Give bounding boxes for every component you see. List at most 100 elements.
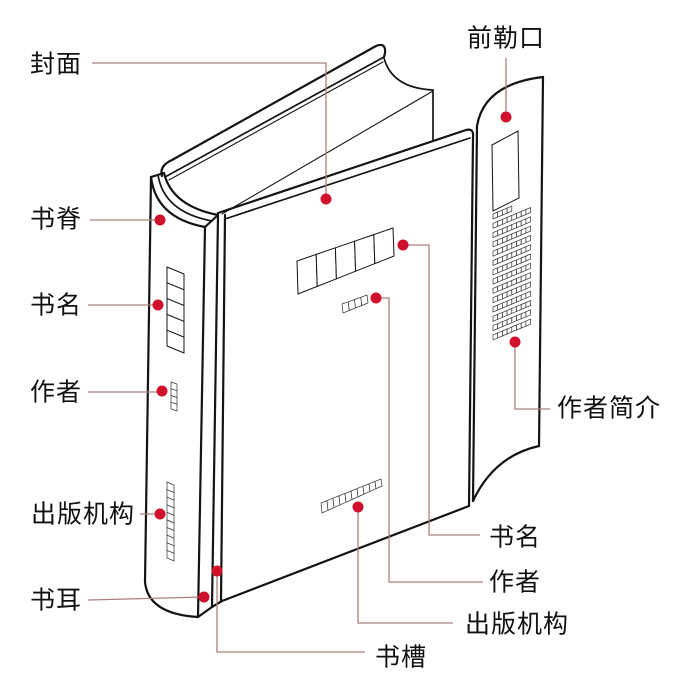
marker-dot-spine — [154, 214, 166, 226]
author-bio-text-cell — [525, 225, 531, 234]
front-cover — [216, 128, 475, 603]
author-bio-text-cell — [497, 311, 503, 320]
author-bio-text-cell — [525, 262, 531, 271]
author-bio-text-cell — [502, 319, 508, 328]
author-bio-text-cell — [506, 279, 513, 289]
author-bio-text-cell — [502, 272, 508, 281]
marker-dot-headcap — [198, 591, 210, 603]
marker-dot-cover-author — [370, 292, 382, 304]
label-cover: 封面 — [30, 50, 82, 79]
author-bio-text-cell — [492, 220, 499, 229]
front-cover-top-inner-edge — [224, 137, 471, 220]
spine-author-placeholder-cell — [170, 401, 178, 412]
author-bio-text-cell — [492, 248, 499, 257]
cover-title-placeholder-cell — [354, 233, 376, 272]
author-bio-text-cell — [511, 222, 517, 231]
marker-dot-groove — [211, 565, 223, 577]
author-bio-text-cell — [511, 250, 517, 259]
author-bio-text-cell — [502, 207, 508, 216]
marker-dot-spine-author — [156, 385, 168, 397]
author-bio-text-cell — [511, 305, 517, 314]
cover-author-placeholder — [341, 294, 369, 314]
author-bio-text-cell — [502, 226, 508, 235]
cover-title-placeholder-cell — [315, 247, 337, 288]
marker-dot-cover-publisher — [352, 501, 364, 513]
author-bio-text-cell — [502, 244, 508, 253]
front-cover-right-edge — [467, 135, 475, 508]
author-bio-text-cell — [525, 244, 531, 253]
spine-left-edge — [143, 175, 153, 584]
author-bio-text-cell — [520, 283, 527, 292]
author-bio-text-cell — [492, 267, 499, 276]
leader-line-cover-title — [403, 244, 480, 536]
leader-lines — [87, 58, 550, 653]
cover-publisher-placeholder — [320, 478, 383, 514]
author-bio-text-cell — [497, 256, 503, 265]
author-bio-text-cell — [516, 266, 522, 275]
author-bio-text-cell — [497, 246, 503, 255]
label-cover-author: 作者 — [489, 568, 541, 597]
groove-bottom-connector — [196, 599, 224, 619]
author-bio-text-cell — [506, 224, 513, 233]
author-bio-text-cell — [520, 236, 527, 245]
author-bio-text-cell — [502, 263, 508, 272]
spine-bottom-curve — [143, 580, 200, 619]
author-bio-text-cell — [516, 248, 522, 257]
author-bio-text-cell — [511, 324, 517, 333]
author-bio-text-cell — [506, 214, 513, 223]
author-bio-text-cell — [520, 208, 527, 218]
author-bio-text-cell — [520, 264, 527, 273]
author-bio-text-cell — [506, 270, 513, 279]
labels: 封面 书脊 书名 作者 出版机构 书耳 前勒口 作者简介 书名 作者 出版机构 … — [30, 24, 660, 672]
author-bio-text-cell — [506, 242, 513, 251]
author-bio-text-cell — [511, 259, 517, 268]
author-bio-text-cell — [525, 253, 531, 262]
author-bio-text-cell — [492, 239, 499, 248]
author-bio-text-cell — [492, 230, 499, 239]
author-bio-text-cell — [506, 289, 513, 298]
author-bio-text-cell — [502, 291, 508, 300]
author-bio-text-cell — [492, 285, 499, 294]
author-bio-text-cell — [497, 293, 503, 302]
author-bio-text-cell — [497, 330, 503, 339]
front-flap-fold-edge — [471, 124, 479, 503]
author-bio-text-cell — [502, 328, 508, 337]
author-bio-text-cell — [511, 296, 517, 305]
author-bio-text-cell — [502, 281, 508, 291]
author-bio-text-cell — [497, 237, 503, 246]
spine-title-placeholder — [166, 266, 185, 354]
author-bio-text-cell — [520, 292, 527, 301]
author-bio-text-cell — [511, 315, 517, 324]
spine-headband-inner — [162, 171, 220, 217]
author-bio-text-cell — [511, 231, 517, 240]
front-flap — [471, 75, 545, 503]
label-spine: 书脊 — [30, 205, 82, 234]
author-bio-text-cell — [506, 261, 513, 270]
page-block-top-curve — [383, 57, 434, 91]
cover-title-placeholder-cell — [334, 240, 357, 280]
author-bio-text-cell — [520, 255, 527, 264]
label-front-flap: 前勒口 — [467, 24, 545, 53]
author-bio-text-cell — [516, 229, 522, 238]
author-photo-placeholder — [491, 130, 520, 212]
author-bio-text-cell — [497, 265, 503, 274]
author-bio-text-cell — [525, 216, 531, 225]
author-bio-text-cell — [511, 240, 517, 249]
author-bio-text-cell — [497, 283, 503, 292]
author-bio-text-cell — [525, 309, 531, 318]
spine — [143, 171, 220, 619]
author-bio-text-placeholder — [492, 205, 531, 341]
groove-line-outer — [210, 214, 220, 609]
author-bio-text-cell — [506, 298, 513, 307]
spine-publisher-placeholder — [166, 481, 175, 562]
author-bio-text-cell — [497, 302, 503, 311]
leader-line-cover — [92, 62, 327, 199]
author-bio-text-cell — [506, 252, 513, 261]
marker-dot-spine-title — [152, 299, 164, 311]
leader-line-cover-publisher — [357, 507, 453, 624]
front-cover-bottom-edge — [220, 504, 471, 603]
author-bio-text-cell — [520, 227, 527, 236]
author-bio-text-cell — [525, 281, 531, 290]
author-bio-text-cell — [516, 220, 522, 229]
